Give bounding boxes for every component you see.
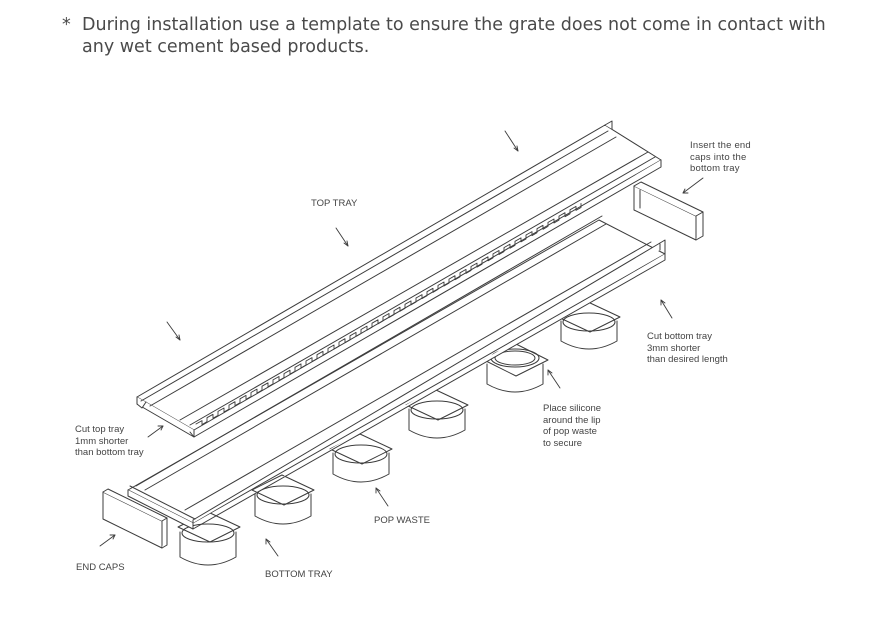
label-place-silicone-line: to secure <box>543 437 583 449</box>
note-line-1: During installation use a template to en… <box>82 15 826 35</box>
end-cap-left <box>102 488 168 549</box>
label-pop-waste: POP WASTE <box>374 515 430 526</box>
top-tray <box>136 120 662 438</box>
label-insert-end-caps-line: Insert the end <box>690 140 751 151</box>
label-cut-bottom-tray: Cut bottom tray 3mm shorter than desired… <box>647 331 728 366</box>
label-cut-bottom-tray-line: than desired length <box>647 354 728 365</box>
end-cap-right <box>633 181 704 241</box>
pop-waste-3 <box>329 433 393 483</box>
label-insert-end-caps: Insert the end caps into the bottom tray <box>690 140 751 175</box>
label-cut-bottom-tray-line: Cut bottom tray <box>647 331 712 342</box>
label-place-silicone-line: around the lip <box>543 414 601 426</box>
note-asterisk: * <box>62 15 71 35</box>
label-cut-top-tray-line: Cut top tray <box>75 424 125 435</box>
bottom-tray <box>127 215 666 530</box>
pointer-lines <box>99 130 704 557</box>
label-place-silicone-line: of pop waste <box>543 426 597 437</box>
label-bottom-tray: BOTTOM TRAY <box>265 569 333 580</box>
label-place-silicone-line: Place silicone <box>543 403 602 414</box>
grate-slots <box>195 203 582 426</box>
label-cut-top-tray-line: 1mm shorter <box>75 435 129 447</box>
label-insert-end-caps-line: caps into the <box>690 151 747 163</box>
label-place-silicone: Place silicone around the lip of pop was… <box>543 403 601 449</box>
label-end-caps: END CAPS <box>76 562 125 573</box>
pop-waste-4 <box>405 389 469 439</box>
label-cut-top-tray-line: than bottom tray <box>75 447 144 458</box>
label-cut-bottom-tray-line: 3mm shorter <box>647 342 701 354</box>
label-insert-end-caps-line: bottom tray <box>690 163 740 174</box>
note-line-2: any wet cement based products. <box>82 37 370 57</box>
label-top-tray: TOP TRAY <box>311 198 358 209</box>
pop-waste-2 <box>251 474 315 525</box>
label-cut-top-tray: Cut top tray 1mm shorter than bottom tra… <box>75 424 144 459</box>
